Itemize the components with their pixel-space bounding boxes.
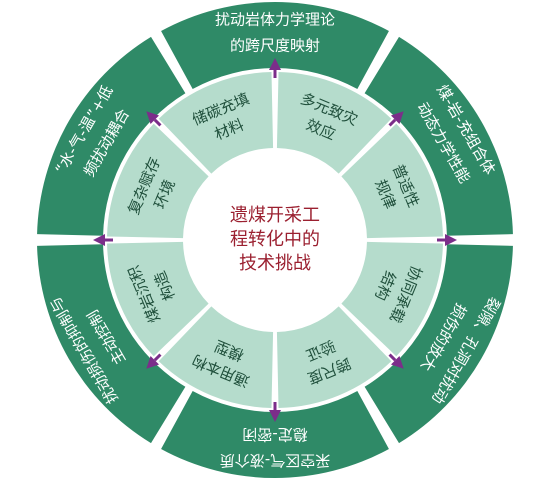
- outer-segment-text-line: 采空区气-液介质: [220, 452, 330, 470]
- arrow-head: [390, 111, 404, 125]
- arrow-layer: [93, 58, 457, 422]
- arrow-shaft: [153, 118, 162, 127]
- center-disk: [185, 150, 365, 330]
- outer-segment-shape: [364, 244, 513, 444]
- arrow-head: [269, 410, 281, 422]
- inner-segment-shape: [341, 123, 443, 239]
- center-title-line: 遗煤开采工: [230, 205, 320, 226]
- arrow-shaft: [153, 353, 162, 362]
- inner-segment-shape: [158, 306, 274, 408]
- outer-segment-text-line: 的跨尺度映射: [230, 37, 320, 55]
- arrow-shaft: [388, 118, 397, 127]
- inner-segment-shape: [107, 241, 209, 357]
- arrow-head: [93, 234, 105, 246]
- outer-segment-text-line: 扰动岩体力学理论: [215, 11, 335, 29]
- arrow-head: [269, 58, 281, 70]
- outer-segment-text-line: 稳定-密闭: [242, 426, 307, 444]
- inner-segment-shape: [107, 123, 209, 239]
- outer-segment-shape: [37, 36, 186, 236]
- arrow-head: [390, 355, 404, 369]
- outer-segment-shape: [37, 244, 186, 444]
- arrow-head: [146, 111, 160, 125]
- outer-segment-shape: [161, 391, 389, 479]
- center-title-line: 程转化中的: [230, 229, 320, 250]
- arrow-shaft: [388, 353, 397, 362]
- outer-segment-shape: [161, 1, 389, 89]
- arrow-head: [146, 355, 160, 369]
- inner-segment-shape: [158, 72, 274, 174]
- inner-segment-shape: [341, 241, 443, 357]
- inner-ring: 多元致灾效应普适性规律协同承载结构跨尺度验证通用本构模型煤岩沉积构造复杂赋存环境…: [107, 72, 443, 408]
- outer-segment-shape: [364, 36, 513, 236]
- inner-segment-shape: [276, 306, 392, 408]
- center-title-line: 技术挑战: [239, 253, 311, 274]
- inner-segment-shape: [276, 72, 392, 174]
- arrow-head: [445, 234, 457, 246]
